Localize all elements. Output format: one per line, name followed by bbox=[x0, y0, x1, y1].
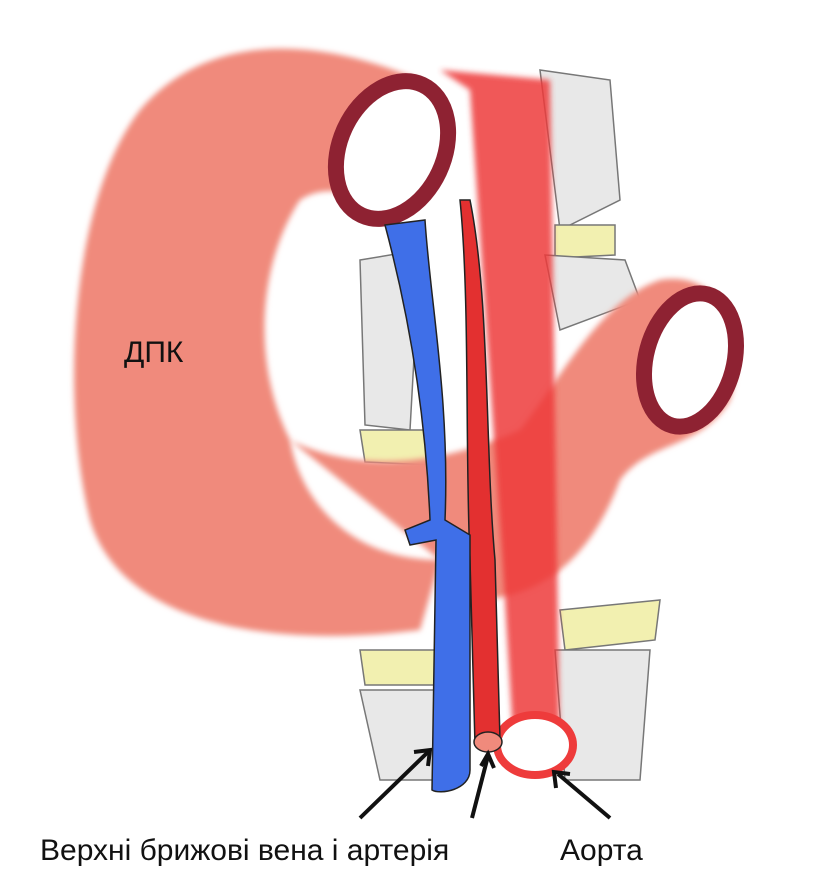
duodenum-label: ДПК bbox=[124, 336, 184, 369]
superior-mesenteric-vein bbox=[384, 219, 471, 793]
aorta-label: Аорта bbox=[560, 834, 643, 867]
artery-cut-end bbox=[473, 731, 503, 753]
mesenteric-vessels-label: Верхні брижові вена і артерія bbox=[40, 834, 450, 867]
pointer-arrows bbox=[358, 747, 612, 820]
